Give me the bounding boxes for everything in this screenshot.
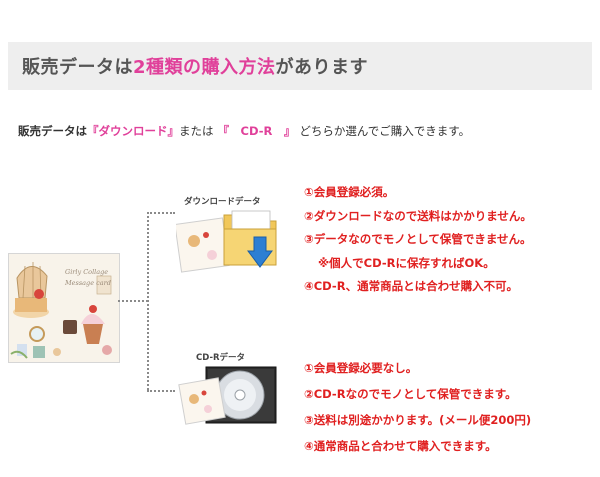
product-line2: Message card [65,279,111,287]
title-highlight: 2種類の購入方法 [133,57,276,78]
cdr-feature-list: ①会員登録必要なし。 ②CD-Rなのでモノとして保管できます。 ③送料は別途かか… [304,355,531,459]
download-item-3: ③データなのでモノとして保管できません。 [304,232,532,246]
download-feature-list: ①会員登録必須。 ②ダウンロードなので送料はかかりません。 ③データなのでモノと… [304,181,532,299]
connector-main [118,300,148,302]
product-line1: Girly Collage [65,268,109,276]
download-item-4: ④CD-R、通常商品とは合わせ購入不可。 [304,279,519,293]
title-suffix: があります [275,57,369,78]
intro-cdr-label: 『 CD-R 』 [217,124,296,138]
page-title: 販売データは2種類の購入方法があります [22,53,368,79]
cdr-label: CD-Rデータ [196,353,246,363]
intro-text: 販売データは『ダウンロード』または 『 CD-R 』 どちらか選んでご購入できま… [18,123,470,139]
download-graphic [174,207,284,275]
connector-cdr [147,390,175,392]
download-label: ダウンロードデータ [184,197,261,207]
download-item-note: ※個人でCD-Rに保存すればOK。 [318,255,495,270]
header-banner: 販売データは2種類の購入方法があります [8,42,592,90]
product-card-image: Girly Collage Message card [8,253,120,363]
connector-download [147,212,175,214]
intro-part1: 販売データは [18,124,87,138]
intro-part3: どちらか選んでご購入できます。 [299,124,471,138]
intro-part2: または [179,124,214,138]
download-item-2: ②ダウンロードなので送料はかかりません。 [304,208,532,223]
cdr-item-3: ③送料は別途かかります。(メール便200円) [304,413,532,427]
cdr-item-4: ④通常商品と合わせて購入できます。 [304,439,497,453]
connector-vertical [147,212,149,390]
download-item-1: ①会員登録必須。 [304,185,395,199]
collage-illustration [9,254,119,362]
intro-download-label: 『ダウンロード』 [87,124,179,138]
cdr-item-2: ②CD-Rなのでモノとして保管できます。 [304,387,517,401]
title-prefix: 販売データは [22,57,133,78]
cdr-item-1: ①会員登録必要なし。 [304,361,418,375]
cdr-graphic [178,363,282,427]
